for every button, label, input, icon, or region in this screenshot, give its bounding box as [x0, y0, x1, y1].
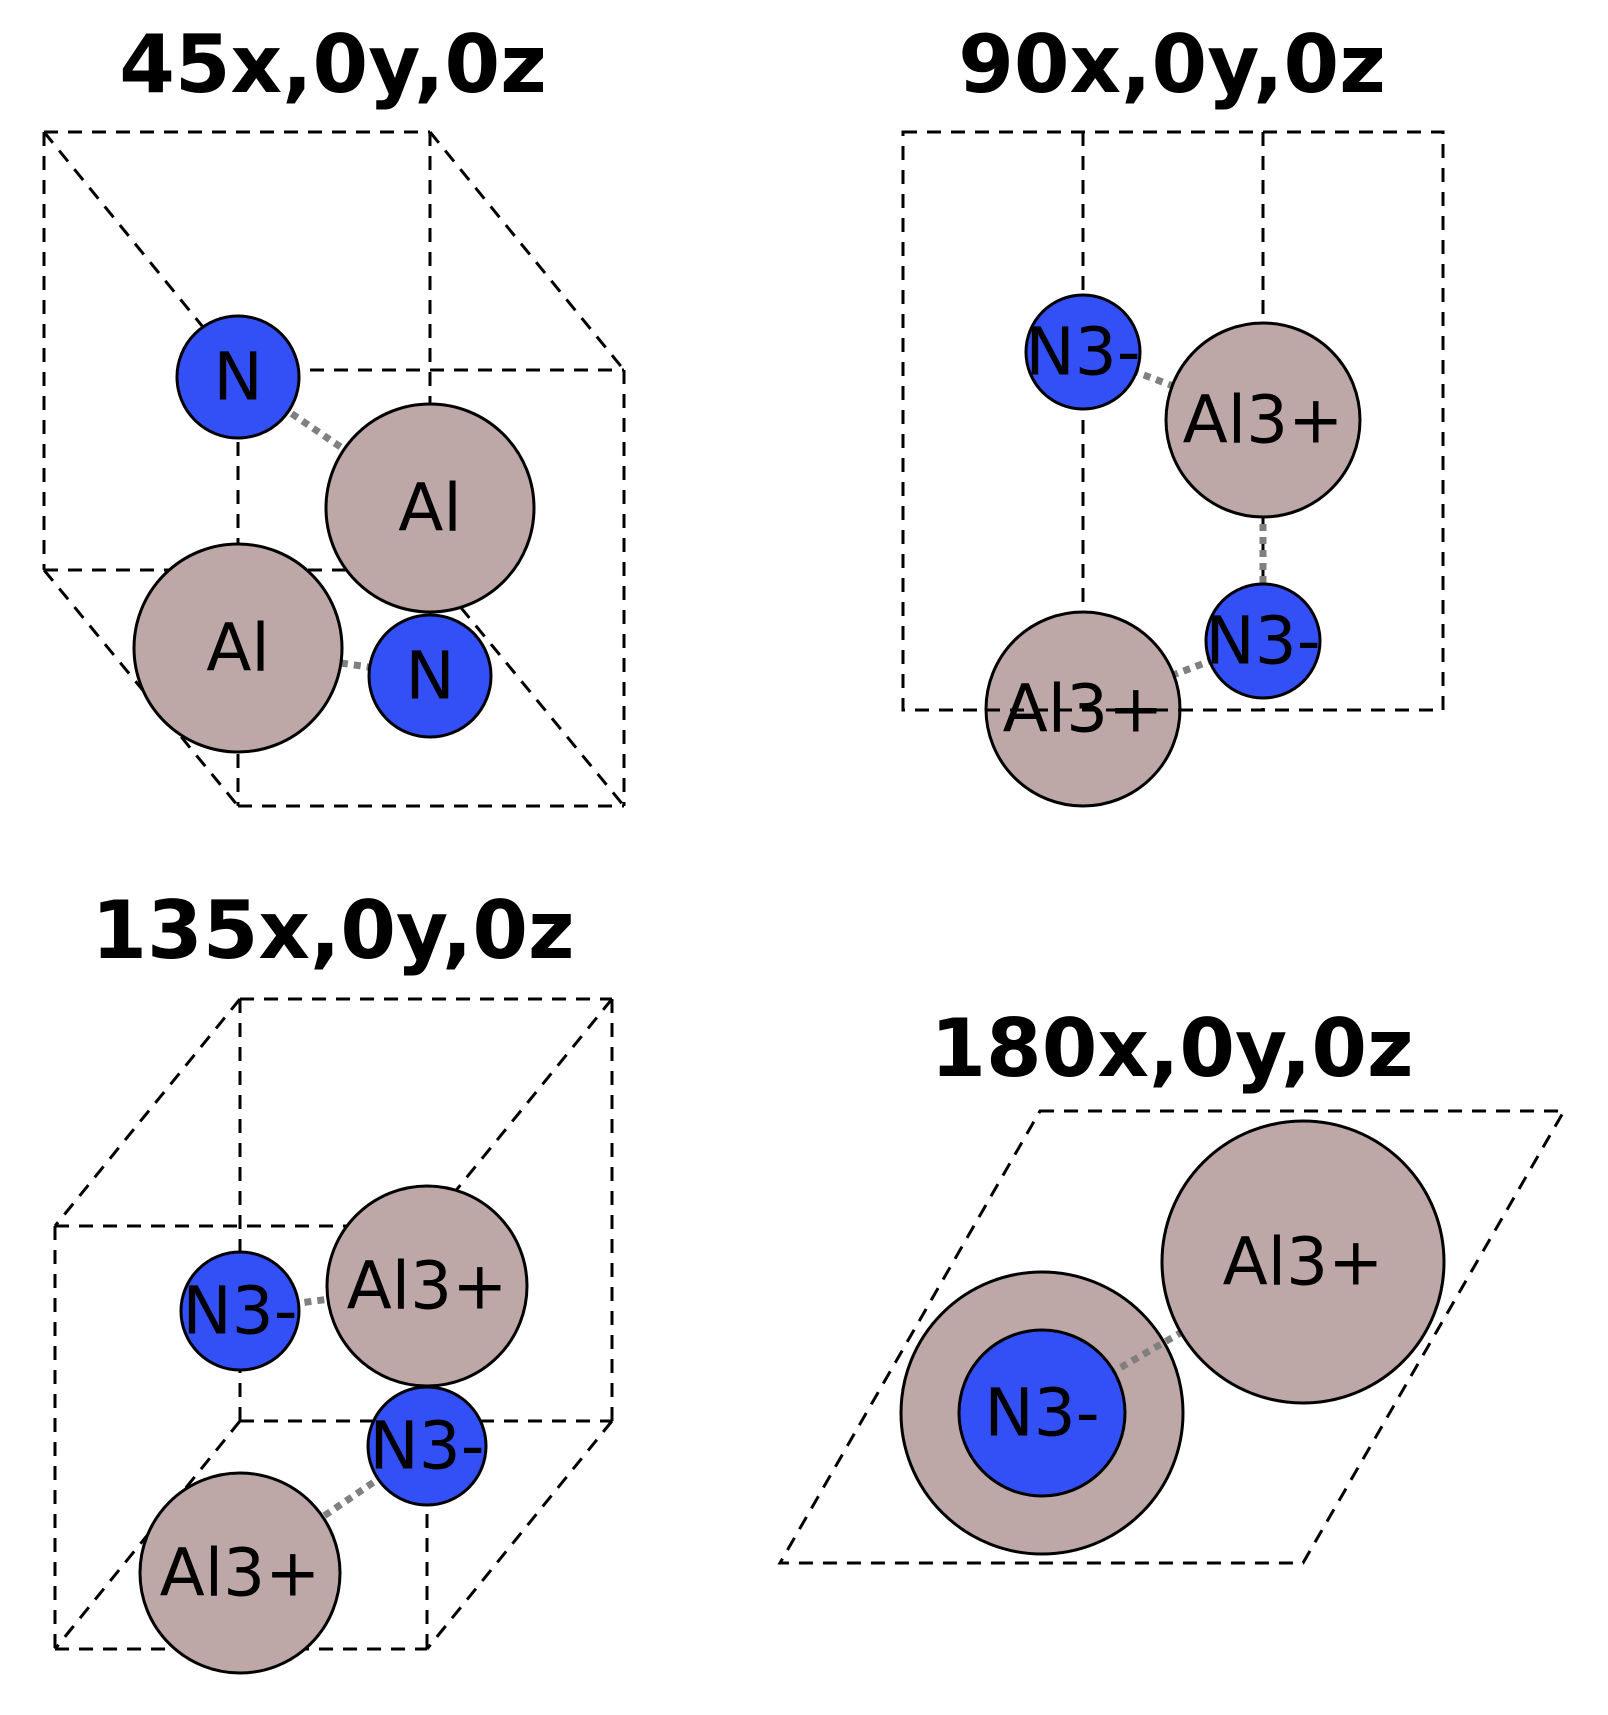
- cell-edge: [425, 998, 614, 1227]
- panel-title: 135x,0y,0z: [91, 884, 574, 977]
- atom-al-sphere: [1160, 1119, 1446, 1405]
- atom-label: N3-: [1025, 314, 1140, 391]
- panel-135x: 135x,0y,0z N3- Al3+: [53, 884, 614, 1675]
- cell-edge: [53, 998, 242, 1227]
- panel-45x: 45x,0y,0z N Al: [42, 18, 626, 808]
- atom-al-sphere: [1164, 321, 1362, 519]
- atom-n: N3-: [957, 1328, 1127, 1498]
- atom-n-sphere: [179, 1250, 301, 1372]
- unit-cell-edges: [777, 1109, 1567, 1565]
- atom-al: Al: [132, 542, 344, 754]
- atom-al: Al3+: [325, 1184, 529, 1388]
- atom-label: N3-: [1205, 603, 1320, 680]
- atom-n-sphere: [366, 1385, 488, 1507]
- cell-outline: [777, 1109, 1567, 1565]
- atom-label: N: [405, 638, 454, 715]
- atom-label: N3-: [369, 1408, 484, 1485]
- atom-al: Al3+: [984, 610, 1182, 808]
- atom-n: N: [367, 613, 493, 739]
- panel-title: 90x,0y,0z: [958, 18, 1386, 111]
- atom-n: N3-: [179, 1250, 301, 1372]
- atom-n-sphere: [957, 1328, 1127, 1498]
- cell-edge: [42, 131, 240, 371]
- atom-al: Al: [324, 402, 536, 614]
- atom-al-sphere: [138, 1471, 342, 1675]
- atom-label: Al: [398, 470, 462, 547]
- atom-n-sphere: [1024, 293, 1142, 411]
- atom-n-sphere: [175, 314, 301, 440]
- atom-label: N3-: [182, 1273, 297, 1350]
- atom-n: N3-: [366, 1385, 488, 1507]
- atom-al: Al3+: [1160, 1119, 1446, 1405]
- atom-al-sphere: [132, 542, 344, 754]
- panel-title: 180x,0y,0z: [930, 1002, 1413, 1095]
- atom-label: Al3+: [1223, 1224, 1384, 1301]
- atom-al: Al3+: [138, 1471, 342, 1675]
- atom-al: Al3+: [1164, 321, 1362, 519]
- atom-n: N3-: [1204, 582, 1322, 700]
- cell-edge: [428, 569, 626, 807]
- panel-title: 45x,0y,0z: [119, 18, 547, 111]
- cell-outline: [901, 130, 1445, 712]
- atom-label: Al3+: [1183, 382, 1344, 459]
- cell-edge: [428, 131, 626, 371]
- panel-90x: 90x,0y,0z N3- Al3+ N3- Al3+: [901, 18, 1445, 808]
- cell-edge: [425, 1420, 614, 1650]
- atom-label: N: [213, 339, 262, 416]
- atom-n: N3-: [1024, 293, 1142, 411]
- atom-label: Al3+: [160, 1535, 321, 1612]
- atom-n-sphere: [1204, 582, 1322, 700]
- atom-label: N3-: [984, 1375, 1099, 1452]
- atom-label: Al3+: [347, 1248, 508, 1325]
- atom-label: Al3+: [1003, 671, 1164, 748]
- atom-n-sphere: [367, 613, 493, 739]
- atom-n: N: [175, 314, 301, 440]
- atom-label: Al: [206, 610, 270, 687]
- atom-al-sphere: [324, 402, 536, 614]
- panel-180x: 180x,0y,0z N3- Al3+: [777, 1002, 1567, 1565]
